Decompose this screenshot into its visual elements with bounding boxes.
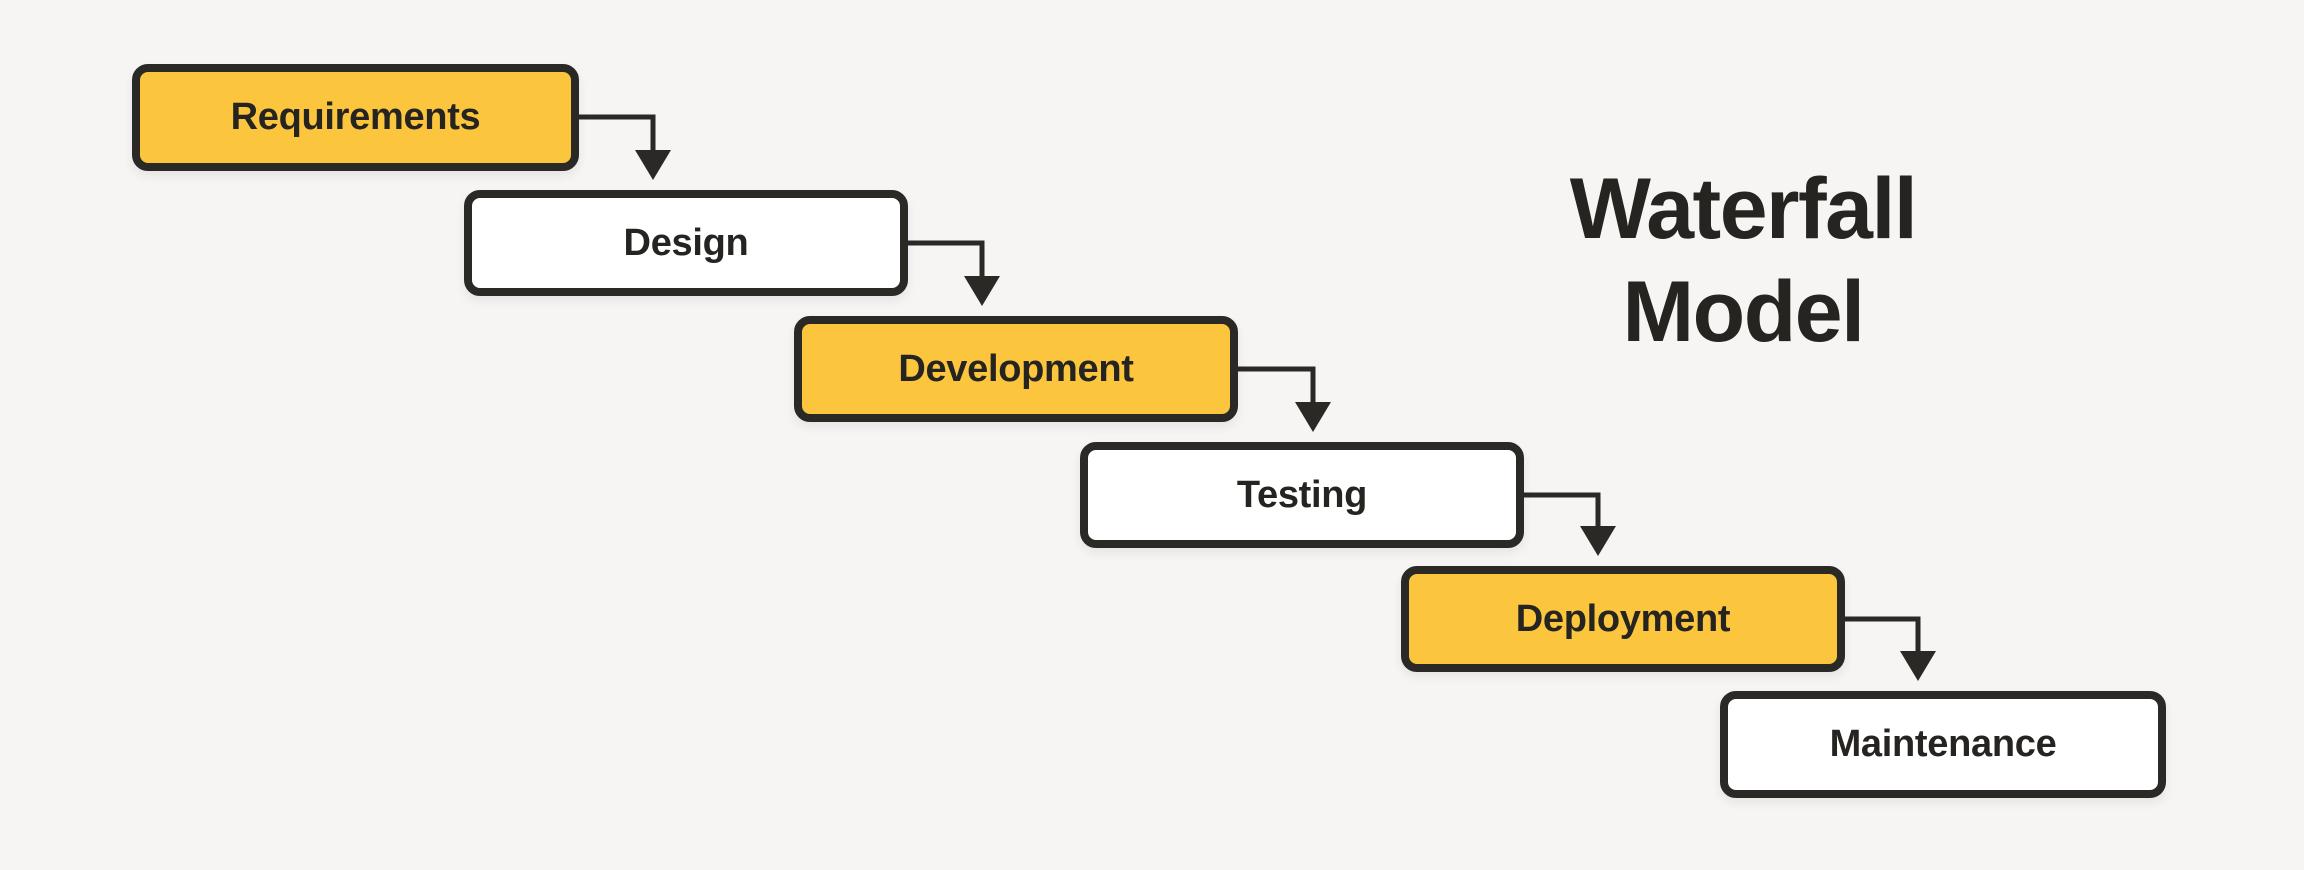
stage-testing: Testing bbox=[1080, 442, 1524, 548]
connector-arrow-deployment-to-maintenance bbox=[1840, 616, 1936, 681]
connector-arrow-design-to-development bbox=[903, 240, 1000, 306]
connector-arrow-requirements-to-design bbox=[574, 114, 671, 180]
stage-deployment: Deployment bbox=[1401, 566, 1845, 672]
connector-arrow-testing-to-deployment bbox=[1519, 492, 1616, 556]
diagram-title-line-1: Waterfall bbox=[1569, 161, 1918, 257]
diagram-title: Waterfall Model bbox=[1443, 158, 2043, 364]
stage-requirements: Requirements bbox=[132, 64, 579, 171]
stage-design: Design bbox=[464, 190, 908, 296]
stage-development: Development bbox=[794, 316, 1238, 422]
diagram-title-line-2: Model bbox=[1622, 264, 1865, 361]
connector-arrow-development-to-testing bbox=[1233, 366, 1331, 432]
stage-maintenance: Maintenance bbox=[1720, 691, 2166, 798]
